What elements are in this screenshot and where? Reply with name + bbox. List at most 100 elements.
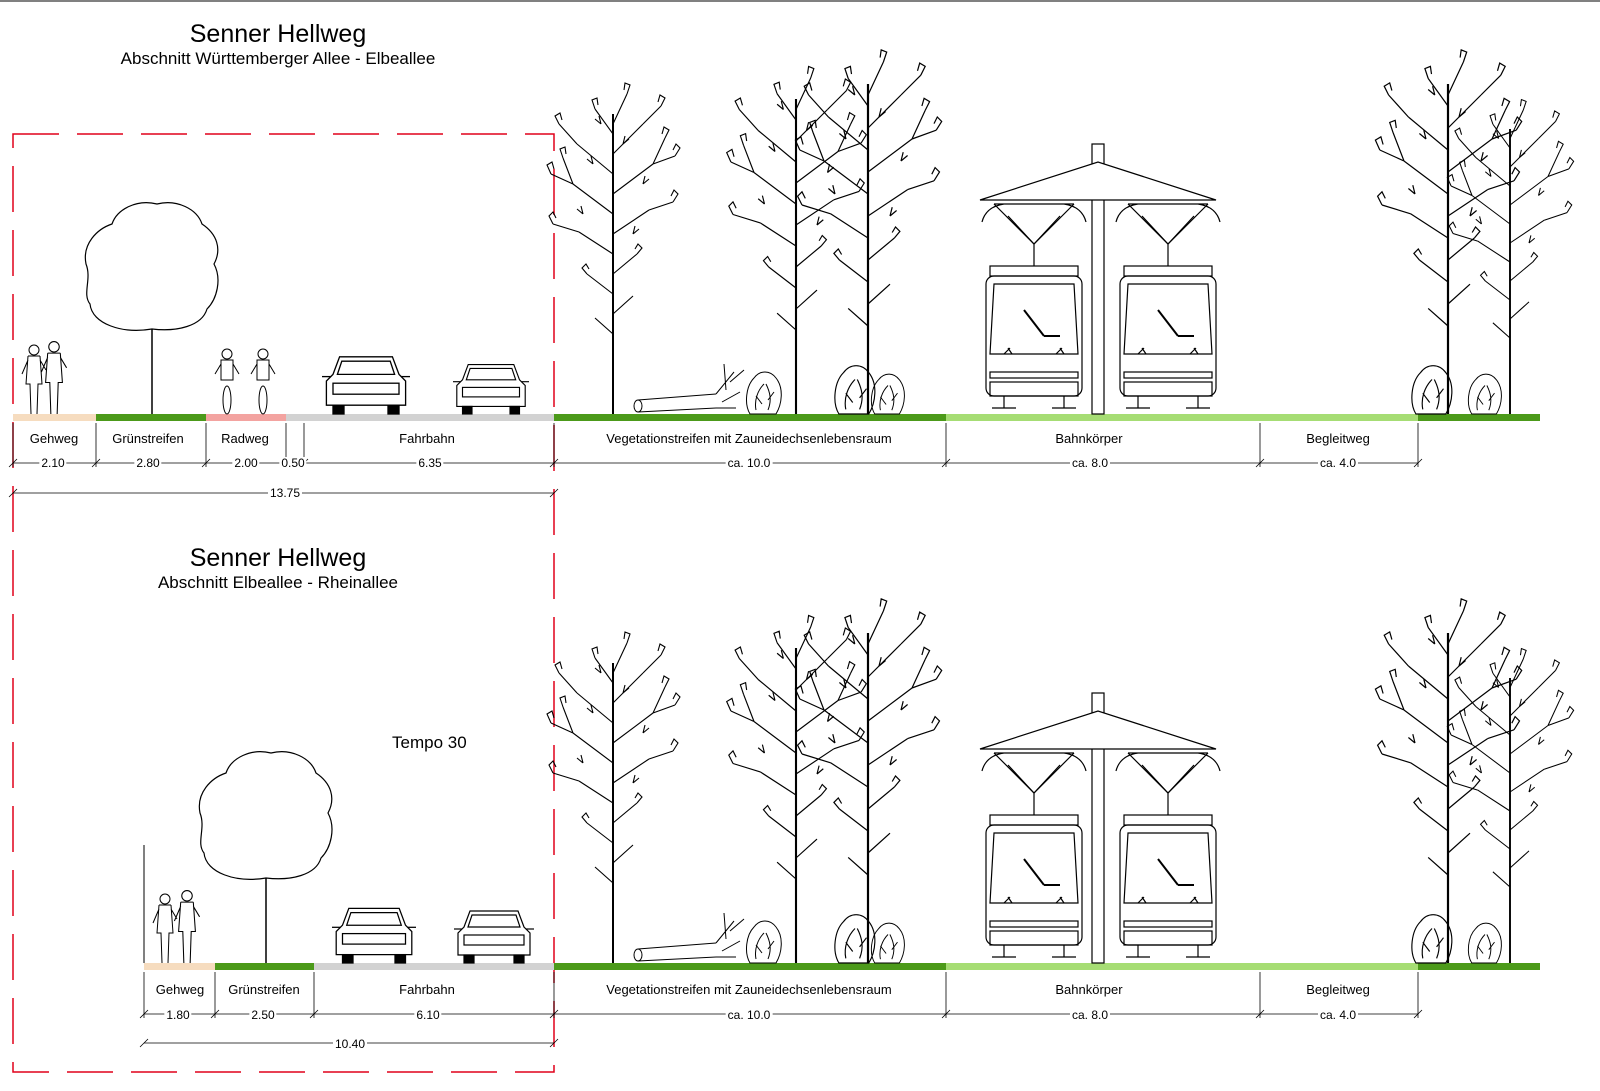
dimension-tick — [201, 458, 211, 468]
section-subtitle: Abschnitt Elbeallee - Rheinallee — [157, 573, 399, 592]
car-icon — [321, 356, 411, 415]
segment-label: Gehweg — [27, 431, 81, 446]
shrub-icon — [746, 371, 782, 415]
ground-segment — [946, 963, 1260, 970]
segment-label: Grünstreifen — [226, 982, 302, 997]
dimension-tick — [1255, 1009, 1265, 1019]
ground-segment — [96, 414, 206, 421]
ground-segment — [554, 414, 946, 421]
tree-icon — [1374, 48, 1523, 416]
tree-icon — [84, 201, 219, 415]
dimension-tick — [8, 488, 18, 498]
pedestrian-icon — [152, 893, 178, 964]
ground-segment — [286, 414, 304, 421]
segment-label: Bahnkörper — [1053, 982, 1125, 997]
ground-segment — [946, 414, 1260, 421]
tree-icon — [1446, 98, 1575, 415]
ground-segment — [1260, 414, 1418, 421]
pedestrian-icon — [40, 341, 68, 415]
segment-label: Bahnkörper — [1053, 431, 1125, 446]
ground-segment — [304, 414, 554, 421]
section-title: Senner Hellweg — [189, 544, 367, 572]
dimension-value: ca. 10.0 — [725, 1008, 773, 1022]
dimension-value: 2.10 — [39, 456, 67, 470]
dimension-tick — [91, 458, 101, 468]
tree-icon — [725, 65, 868, 416]
fallen-log-icon — [633, 912, 745, 962]
total-width: 13.75 — [267, 486, 303, 500]
ground-segment — [1418, 963, 1540, 970]
dimension-tick — [210, 1009, 220, 1019]
title-block-2: Senner Hellweg Abschnitt Elbeallee - Rhe… — [103, 544, 453, 593]
tree-icon — [198, 750, 333, 964]
segment-label: Fahrbahn — [397, 431, 457, 446]
pedestrian-icon — [21, 344, 47, 415]
tram-icon — [981, 203, 1087, 409]
segment-label: Grünstreifen — [110, 431, 186, 446]
fallen-log-icon — [633, 363, 745, 413]
tram-icon — [1115, 203, 1221, 409]
shrub-icon — [1467, 922, 1502, 964]
dimension-tick — [1413, 1009, 1423, 1019]
tree-icon — [1446, 647, 1575, 964]
ground-segment — [1418, 414, 1540, 421]
dimension-value: ca. 10.0 — [725, 456, 773, 470]
dimension-value: ca. 8.0 — [1069, 456, 1111, 470]
tree-icon — [794, 48, 943, 416]
car-icon — [452, 364, 530, 415]
shrub-icon — [1467, 373, 1502, 415]
tree-icon — [546, 631, 681, 964]
segment-label: Gehweg — [153, 982, 207, 997]
dimension-tick — [139, 1009, 149, 1019]
tree-icon — [725, 614, 868, 965]
dimension-tick — [549, 1038, 559, 1048]
dimension-tick — [941, 1009, 951, 1019]
shrub-icon — [746, 920, 782, 964]
shelter-icon — [979, 143, 1217, 415]
shrub-icon — [1411, 914, 1453, 964]
dimension-tick — [1255, 458, 1265, 468]
tram-icon — [981, 752, 1087, 958]
dimension-tick — [549, 458, 559, 468]
ground-segment — [554, 963, 946, 970]
tree-icon — [794, 597, 943, 965]
total-width: 10.40 — [332, 1037, 368, 1051]
dimension-tick — [8, 458, 18, 468]
dimension-value: 6.10 — [414, 1008, 442, 1022]
speed-note: Tempo 30 — [392, 733, 467, 752]
segment-label: Vegetationstreifen mit Zauneidechsenlebe… — [604, 982, 894, 997]
cyclist-icon — [250, 348, 276, 415]
dimension-value: ca. 8.0 — [1069, 1008, 1111, 1022]
dimension-value: 2.50 — [249, 1008, 277, 1022]
ground-segment — [215, 963, 314, 970]
segment-label: Begleitweg — [1304, 431, 1372, 446]
shelter-icon — [979, 692, 1217, 964]
pedestrian-icon — [173, 890, 201, 964]
segment-label: Begleitweg — [1304, 982, 1372, 997]
cyclist-icon — [214, 348, 240, 415]
dimension-tick — [941, 458, 951, 468]
car-icon — [453, 910, 535, 964]
ground-segment — [13, 414, 96, 421]
dimension-value: 1.80 — [164, 1008, 192, 1022]
dimension-tick — [1413, 458, 1423, 468]
segment-label: Fahrbahn — [397, 982, 457, 997]
ground-segment — [314, 963, 554, 970]
title-block-1: Senner Hellweg Abschnitt Württemberger A… — [103, 20, 453, 69]
shrub-icon — [1411, 365, 1453, 415]
ground-segment — [144, 963, 215, 970]
ground-segment — [206, 414, 286, 421]
dimension-value: 6.35 — [416, 456, 444, 470]
dimension-tick — [549, 488, 559, 498]
dimension-tick — [309, 1009, 319, 1019]
dimension-tick — [139, 1038, 149, 1048]
segment-label: Vegetationstreifen mit Zauneidechsenlebe… — [604, 431, 894, 446]
ground-segment — [1260, 963, 1418, 970]
section-subtitle: Abschnitt Württemberger Allee - Elbealle… — [120, 49, 436, 68]
car-icon — [331, 907, 417, 964]
shrub-icon — [870, 922, 905, 964]
tree-icon — [1374, 597, 1523, 965]
tram-icon — [1115, 752, 1221, 958]
dimension-value: 0.50 — [279, 456, 307, 470]
